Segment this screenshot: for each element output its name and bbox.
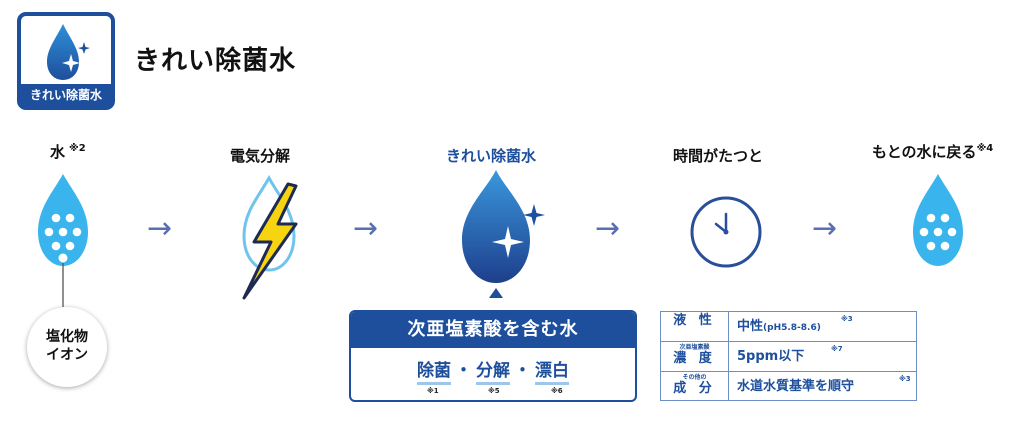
property-value: 水道水質基準を順守 bbox=[737, 372, 854, 401]
step-label-clean-water: きれい除菌水 bbox=[446, 147, 537, 165]
properties-table: 液 性 中性(pH5.8-8.6) ※3 次亜塩素酸 濃 度 5ppm以下 ※7… bbox=[660, 311, 917, 401]
property-value: 5ppm以下 bbox=[737, 342, 804, 371]
effect-bleach: 漂白 bbox=[535, 361, 569, 385]
property-value-main: 中性 bbox=[737, 319, 764, 334]
electrolysis-lightning-icon bbox=[242, 174, 298, 300]
property-note: ※3 bbox=[841, 315, 853, 323]
hypochlorous-water-box: 次亜塩素酸を含む水 除菌・分解・漂白 ※1 ※5 ※6 bbox=[349, 310, 637, 402]
property-key-small: その他の bbox=[682, 374, 707, 381]
property-note: ※7 bbox=[831, 345, 843, 353]
property-key: 液 性 bbox=[661, 312, 729, 341]
hypochlorous-title: 次亜塩素酸を含む水 bbox=[351, 312, 635, 348]
effect-note-decompose: ※5 bbox=[488, 387, 500, 395]
effect-separator: ・ bbox=[455, 361, 472, 381]
clock-icon bbox=[690, 196, 762, 268]
step-label-water-text: 水 bbox=[50, 143, 66, 161]
clean-water-drop-sparkle-icon bbox=[462, 170, 545, 298]
property-row-liquidity: 液 性 中性(pH5.8-8.6) ※3 bbox=[661, 312, 916, 342]
property-key-main: 液 性 bbox=[673, 313, 716, 328]
effect-note-bleach: ※6 bbox=[551, 387, 563, 395]
step-label-water: 水※2 bbox=[50, 141, 86, 162]
arrow-icon: → bbox=[353, 211, 379, 246]
water-drop-sparkle-icon bbox=[47, 24, 90, 80]
property-value-detail: (pH5.8-8.6) bbox=[763, 323, 821, 333]
effect-sterilize: 除菌 bbox=[417, 361, 451, 385]
step-label-return-to-water: もとの水に戻る※4 bbox=[872, 141, 993, 162]
property-value: 中性(pH5.8-8.6) bbox=[737, 312, 821, 341]
logo: きれい除菌水 bbox=[17, 12, 115, 110]
property-note: ※3 bbox=[899, 375, 911, 383]
property-key-small: 次亜塩素酸 bbox=[679, 344, 710, 351]
effects-row: 除菌・分解・漂白 bbox=[351, 356, 635, 385]
arrow-icon: → bbox=[147, 211, 173, 246]
property-value-main: 5ppm以下 bbox=[737, 349, 805, 364]
property-row-concentration: 次亜塩素酸 濃 度 5ppm以下 ※7 bbox=[661, 342, 916, 372]
effect-separator: ・ bbox=[514, 361, 531, 381]
property-key-main: 濃 度 bbox=[673, 351, 716, 366]
arrow-icon: → bbox=[595, 211, 621, 246]
property-key: 次亜塩素酸 濃 度 bbox=[661, 342, 729, 371]
page-title: きれい除菌水 bbox=[134, 46, 297, 76]
step-label-electrolysis: 電気分解 bbox=[230, 147, 291, 165]
property-row-components: その他の 成 分 水道水質基準を順守 ※3 bbox=[661, 372, 916, 402]
step-label-time-passes: 時間がたつと bbox=[673, 147, 764, 165]
water-drop-ions-icon bbox=[38, 174, 88, 307]
property-key-main: 成 分 bbox=[673, 381, 716, 396]
effect-decompose: 分解 bbox=[476, 361, 510, 385]
chloride-ion-badge: 塩化物 イオン bbox=[27, 307, 107, 387]
step-note-return: ※4 bbox=[976, 143, 994, 154]
effect-note-sterilize: ※1 bbox=[427, 387, 439, 395]
step-note-water: ※2 bbox=[69, 143, 86, 154]
ion-line1: 塩化物 bbox=[46, 329, 88, 345]
logo-label: きれい除菌水 bbox=[21, 84, 111, 106]
ion-line2: イオン bbox=[46, 347, 88, 363]
water-drop-return-icon bbox=[913, 174, 963, 266]
arrow-icon: → bbox=[812, 211, 838, 246]
step-label-return-text: もとの水に戻る bbox=[872, 143, 977, 161]
property-value-main: 水道水質基準を順守 bbox=[737, 379, 855, 394]
property-key: その他の 成 分 bbox=[661, 372, 729, 401]
